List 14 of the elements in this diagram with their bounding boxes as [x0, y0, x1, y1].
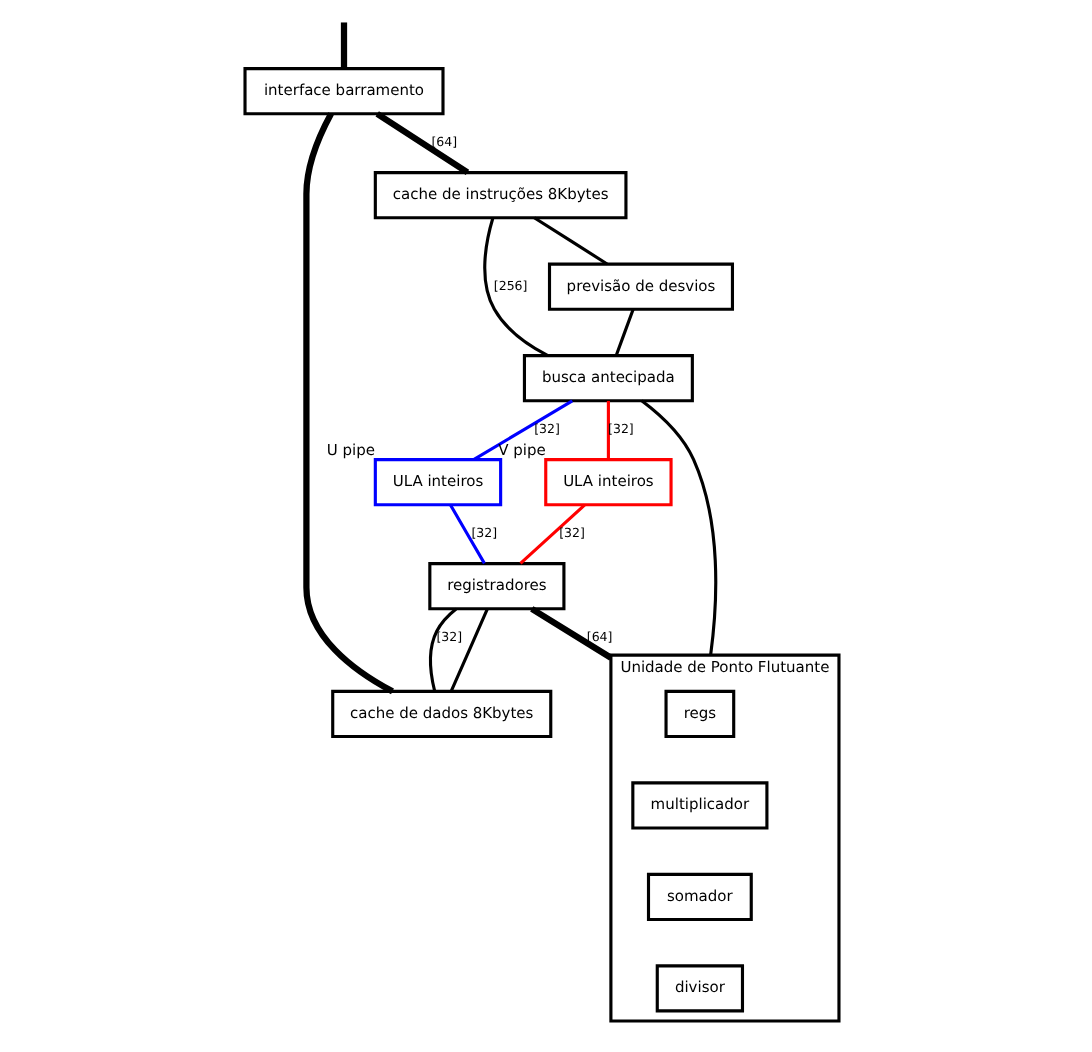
connector	[532, 216, 607, 266]
connector	[374, 111, 469, 176]
connector	[613, 308, 634, 357]
connector	[639, 399, 717, 656]
connector	[605, 400, 609, 460]
connector	[339, 22, 347, 69]
connector	[529, 606, 612, 661]
connector	[302, 112, 393, 695]
connector	[518, 503, 585, 565]
connector	[448, 608, 488, 692]
connector	[472, 399, 573, 461]
connector	[482, 217, 548, 357]
connector	[448, 504, 485, 565]
connector	[428, 607, 457, 692]
